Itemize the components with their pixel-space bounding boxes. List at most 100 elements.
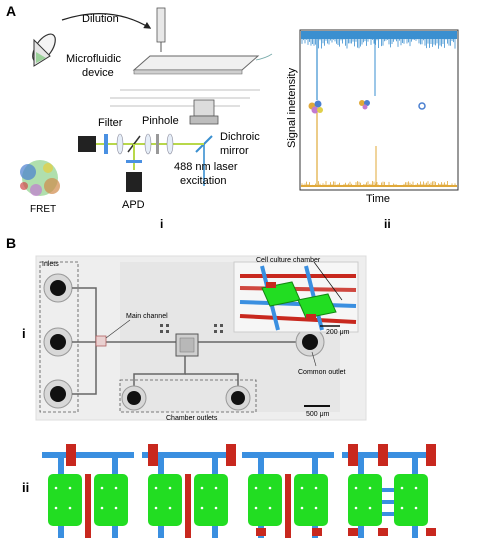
outlet-valve: [348, 528, 358, 536]
center-valve: [185, 474, 191, 538]
panel-a-sub-ii: ii: [384, 217, 391, 231]
center-valve: [85, 474, 91, 538]
cell-dot: [168, 506, 172, 510]
cell-dot: [54, 486, 58, 490]
common-outlet-pointer: [311, 351, 317, 367]
cell-dot: [354, 486, 358, 490]
cell-dot: [154, 486, 158, 490]
cell-chamber-left: [248, 474, 282, 526]
inlet-channel: [242, 452, 334, 458]
dilution-label: Dilution: [82, 13, 119, 25]
scale-label-200: 200 μm: [326, 329, 350, 336]
inlet-valve: [226, 444, 236, 466]
cell-dot: [168, 486, 172, 490]
cell-chamber-right: [194, 474, 228, 526]
pinhole-label: Pinhole: [142, 115, 179, 127]
cell-dot: [354, 506, 358, 510]
inlet-valve: [66, 444, 76, 466]
inlets-box: [39, 261, 79, 413]
signal-plot: Signal inetensity Time ii: [286, 29, 459, 231]
dichroic-label-line1: Dichroic: [220, 131, 260, 143]
burst-event-1: [308, 100, 323, 114]
chamber-outlets-label: Chamber outlets: [166, 415, 218, 422]
cell-chamber-right: [294, 474, 328, 526]
faded-lines: [110, 89, 260, 107]
cross-channel: [382, 512, 394, 516]
valve-schematic: [42, 444, 134, 538]
cell-dot: [214, 486, 218, 490]
inlet-channel: [42, 452, 134, 458]
pinhole-element: [156, 134, 159, 154]
cell-dot: [368, 486, 372, 490]
cross-channel: [382, 488, 394, 492]
cell-dot: [300, 486, 304, 490]
panel-a-sub-i: i: [160, 217, 163, 231]
dichroic-label-line2: mirror: [220, 145, 249, 157]
cell-chamber-left: [48, 474, 82, 526]
alignment-marks: [160, 324, 223, 333]
cell-chamber-left: [348, 474, 382, 526]
valve-schematics: [42, 444, 436, 538]
fret-label: FRET: [30, 204, 56, 215]
inlet-channel: [142, 452, 234, 458]
outlet-valve: [256, 528, 266, 536]
valve-schematic: [142, 444, 236, 538]
cell-dot: [254, 506, 258, 510]
panel-b-label: B: [6, 235, 16, 251]
plot-xlabel: Time: [366, 193, 390, 205]
outlet-valve: [426, 528, 436, 536]
cell-dot: [400, 486, 404, 490]
burst-event-2: [359, 100, 370, 110]
top-trace: [301, 39, 456, 100]
objective-lens: [189, 99, 219, 125]
apd-detector: [126, 172, 142, 192]
filter-label: Filter: [98, 117, 123, 129]
apd-filter: [126, 160, 142, 163]
cell-dot: [114, 506, 118, 510]
cell-dot: [300, 506, 304, 510]
chamber-outlets-box: [119, 379, 257, 413]
microfluidic-chip: [132, 53, 273, 75]
filter-detector-box: [78, 136, 96, 152]
device-label-line2: device: [82, 67, 114, 79]
inlet-well-1: [43, 273, 73, 303]
cell-dot: [154, 506, 158, 510]
cell-dot: [268, 486, 272, 490]
cell-dot: [414, 486, 418, 490]
valve-schematic: [242, 452, 334, 538]
inlet-valve: [348, 444, 358, 466]
panel-a-label: A: [6, 3, 16, 19]
cell-dot: [68, 486, 72, 490]
device-label-line1: Microfluidic: [66, 53, 122, 65]
common-outlet-label: Common outlet: [298, 369, 346, 376]
plot-frame: [299, 29, 459, 191]
inlet-valve: [148, 444, 158, 466]
inlet-well-2: [43, 327, 73, 357]
cell-dot: [100, 506, 104, 510]
apd-label: APD: [122, 199, 145, 211]
inlets-label: Inlets: [42, 261, 59, 268]
cell-chamber-left: [148, 474, 182, 526]
device-micrograph: Inlets: [35, 255, 367, 422]
plot-ylabel: Signal inetensity: [286, 67, 298, 148]
panel-b-sub-ii: ii: [22, 480, 29, 495]
cell-dot: [200, 486, 204, 490]
central-chamber: [175, 333, 199, 357]
main-channel-label: Main channel: [126, 313, 168, 320]
cell-dot: [200, 506, 204, 510]
fret-molecule-icon: [20, 160, 60, 196]
chamber-outlet-well-2: [225, 385, 251, 411]
cell-dot: [114, 486, 118, 490]
common-outlet-well: [295, 327, 325, 357]
dilution-arrow: [61, 13, 152, 29]
panel-b-sub-i: i: [22, 326, 26, 341]
bottom-trace: [301, 112, 456, 186]
cell-chamber-right: [94, 474, 128, 526]
chamber-3d-inset: Cell culture chamber 200 μm: [233, 257, 359, 336]
main-channel-pointer: [105, 319, 131, 339]
inlet-well-3: [43, 379, 73, 409]
cell-dot: [368, 506, 372, 510]
filter-element: [104, 134, 108, 154]
inlet-valve: [426, 444, 436, 466]
